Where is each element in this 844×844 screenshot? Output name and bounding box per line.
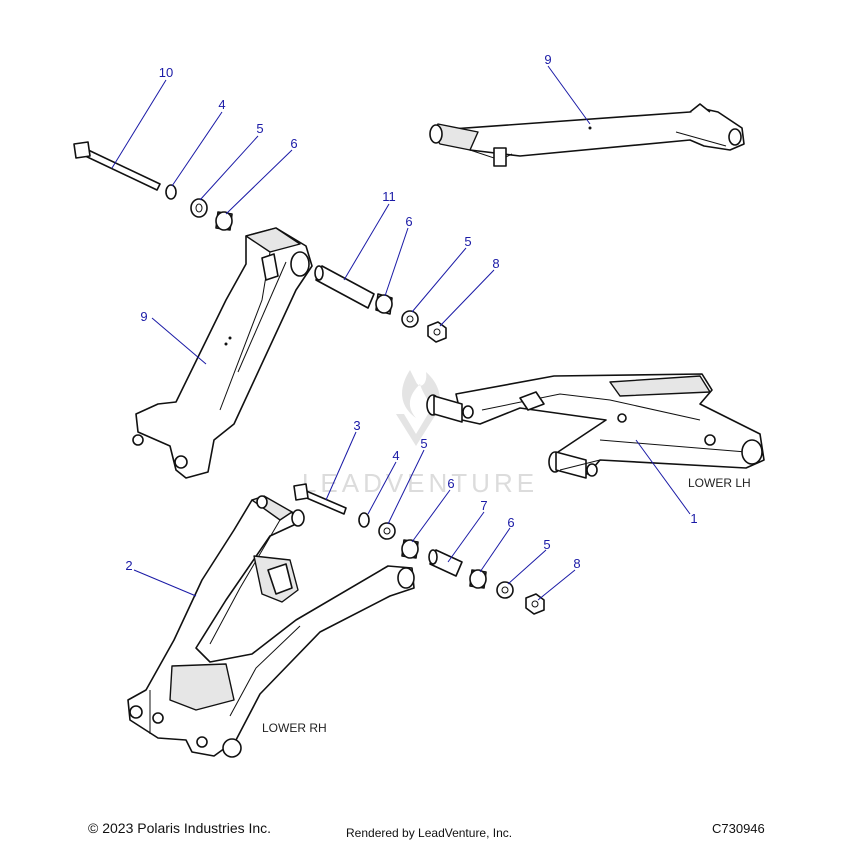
washer-4-bottom[interactable]	[358, 512, 370, 528]
bushing-5-right[interactable]	[496, 581, 514, 599]
washer-4-top[interactable]	[165, 184, 177, 200]
watermark-text: LEADVENTURE	[302, 468, 538, 498]
callout-3: 3	[353, 418, 360, 433]
callout-11: 11	[382, 189, 396, 204]
flame-logo-icon	[402, 370, 440, 420]
callout-4-top: 4	[218, 97, 225, 112]
callout-5-top: 5	[256, 121, 263, 136]
rendered-by-text: Rendered by LeadVenture, Inc.	[346, 826, 513, 840]
lower-control-arm-lh[interactable]	[426, 373, 765, 479]
watermark: LEADVENTURE	[302, 370, 538, 498]
bolt-10[interactable]	[73, 141, 161, 191]
callout-9-top: 9	[544, 52, 551, 67]
callout-5-mid: 5	[464, 234, 471, 249]
sleeve-6-top[interactable]	[215, 211, 233, 231]
callout-6-lower: 6	[447, 476, 454, 491]
label-lower-lh: LOWER LH	[688, 476, 751, 490]
sleeve-7[interactable]	[428, 549, 463, 577]
callout-6-right: 6	[507, 515, 514, 530]
callout-6-mid: 6	[405, 214, 412, 229]
upper-control-arm-right[interactable]	[429, 103, 745, 167]
callout-8-right: 8	[573, 556, 580, 571]
callout-6-top: 6	[290, 136, 297, 151]
callout-2: 2	[125, 558, 132, 573]
bolt-3[interactable]	[293, 483, 347, 515]
diagram-id: C730946	[712, 821, 765, 836]
spacer-6-right[interactable]	[469, 569, 487, 589]
bushing-5-mid[interactable]	[401, 310, 419, 328]
label-lower-rh: LOWER RH	[262, 721, 327, 735]
copyright-text: © 2023 Polaris Industries Inc.	[88, 820, 272, 836]
spacer-6-lower[interactable]	[401, 539, 419, 559]
spacer-6-mid[interactable]	[375, 293, 393, 315]
bushing-5-top[interactable]	[190, 198, 208, 218]
callout-1: 1	[690, 511, 697, 526]
upper-control-arm-left[interactable]	[132, 227, 313, 479]
callout-7: 7	[480, 498, 487, 513]
callout-5-right: 5	[543, 537, 550, 552]
callout-4-bottom: 4	[392, 448, 399, 463]
callout-10: 10	[159, 65, 173, 80]
nut-8-mid[interactable]	[427, 321, 447, 343]
callout-8-mid: 8	[492, 256, 499, 271]
leader-lines	[111, 65, 691, 601]
bushing-5-lower[interactable]	[378, 522, 396, 540]
lower-control-arm-rh[interactable]	[127, 495, 415, 758]
callout-5-lower: 5	[420, 436, 427, 451]
callout-numbers: 10 4 5 6 9 11 6 5 8 9 3 4 5 6 7 6 5 8 1 …	[125, 52, 697, 573]
callout-9-left: 9	[140, 309, 147, 324]
sleeve-11[interactable]	[314, 265, 375, 309]
v-logo-icon	[396, 414, 436, 446]
